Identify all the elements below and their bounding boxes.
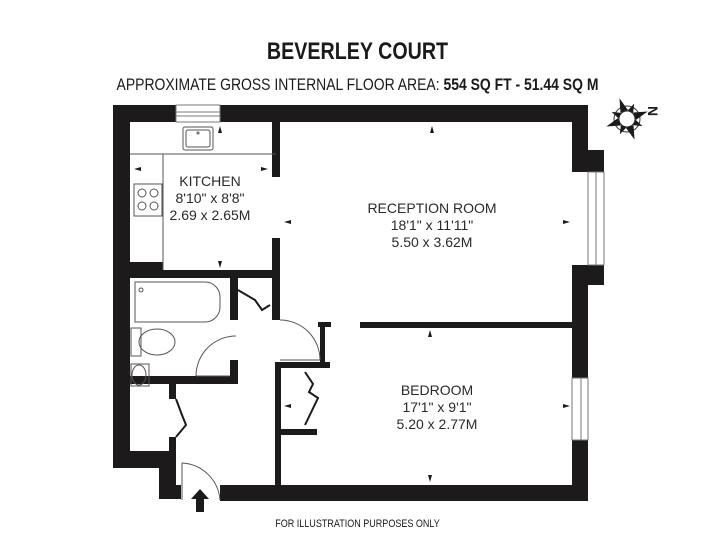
toilet-icon [130,327,142,357]
bedroom-window [571,377,589,441]
bifold-doors [175,289,320,438]
windows [175,104,605,441]
kitchen-fixtures [130,126,276,270]
reception-label: RECEPTION ROOM 18'1" x 11'11" 5.50 x 3.6… [367,200,496,250]
bedroom-door-swing [279,319,321,361]
entrance-arrow-icon [191,489,209,512]
bathtub-icon [134,281,221,323]
reception-imperial: 18'1" x 11'11" [391,217,474,233]
compass-north-label: N [645,106,661,116]
entrance-door-swing [181,462,221,501]
walls [113,105,604,501]
kitchen-metric: 2.69 x 2.65M [170,207,251,223]
kitchen-window [175,104,221,123]
floor-area-separator: - [515,75,521,94]
kitchen-imperial: 8'10" x 8'8" [176,190,245,206]
bedroom-name: BEDROOM [401,382,473,398]
floor-area-line: APPROXIMATE GROSS INTERNAL FLOOR AREA: 5… [64,75,650,95]
floor-area-sqm: 51.44 SQ M [524,75,599,94]
sink-icon [182,126,214,151]
compass-rose-icon [606,98,648,140]
door-swings [181,319,321,501]
basin-icon [131,364,147,386]
kitchen-label: KITCHEN 8'10" x 8'8" 2.69 x 2.65M [170,173,251,223]
kitchen-name: KITCHEN [179,173,240,189]
bathroom-door-swing [195,335,237,377]
reception-metric: 5.50 x 3.62M [392,234,473,250]
bedroom-metric: 5.20 x 2.77M [397,416,478,432]
floor-area-label: APPROXIMATE GROSS INTERNAL FLOOR AREA: [116,75,440,94]
bedroom-imperial: 17'1" x 9'1" [403,399,472,415]
bathroom-fixtures [130,281,237,387]
floor-area-sqft: 554 SQ FT [443,75,512,94]
property-title: BEVERLEY COURT [266,38,449,65]
bedroom-label: BEDROOM 17'1" x 9'1" 5.20 x 2.77M [397,382,478,432]
reception-name: RECEPTION ROOM [367,200,496,216]
hob-icon [133,183,163,217]
dimension-markers [134,126,570,482]
disclaimer: FOR ILLUSTRATION PURPOSES ONLY [275,518,440,530]
